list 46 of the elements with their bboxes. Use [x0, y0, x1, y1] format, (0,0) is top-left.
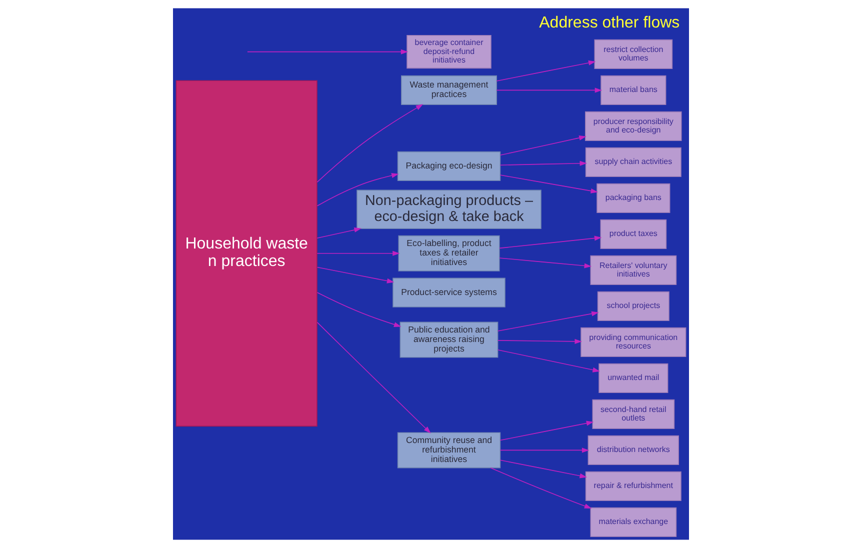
arrow: [496, 350, 600, 372]
arrow: [496, 338, 582, 344]
arrow: [499, 135, 586, 156]
arrow: [316, 173, 398, 206]
node-box: beverage container deposit-refund initiatives: [406, 35, 491, 69]
node-box: packaging bans: [596, 183, 670, 213]
arrow: [316, 250, 400, 256]
arrow: [499, 174, 598, 194]
arrow: [499, 160, 586, 166]
node-box: Packaging eco-design: [396, 151, 500, 181]
node-box: school projects: [596, 291, 669, 321]
node-box: distribution networks: [587, 435, 678, 465]
node-box: restrict collection volumes: [594, 39, 672, 69]
node-box: Household waste n practices: [175, 80, 317, 427]
diagram-title: Address other flows: [538, 14, 680, 32]
arrow: [499, 460, 586, 478]
node-box: product taxes: [600, 219, 666, 249]
node-box: Public education and awareness raising projects: [399, 322, 498, 358]
node-box: producer responsibility and eco-design: [584, 111, 682, 141]
arrow: [498, 258, 592, 268]
node-box: Product-service systems: [392, 278, 505, 308]
arrow: [316, 292, 401, 327]
arrow: [496, 88, 602, 93]
arrow: [490, 468, 592, 509]
arrow: [499, 448, 589, 453]
node-box: Retailers' voluntary initiatives: [590, 255, 676, 285]
arrow: [316, 227, 361, 239]
arrow: [246, 49, 408, 54]
node-box: repair & refurbishment: [584, 471, 681, 501]
arrow: [496, 60, 596, 82]
arrow: [499, 420, 594, 441]
node-box: Non-packaging products – eco-design & take back: [356, 190, 541, 229]
node-box: materials exchange: [590, 507, 676, 537]
node-box: Community reuse and refurbishment initiatives: [396, 432, 500, 468]
node-box: material bans: [600, 75, 666, 105]
node-box: second-hand retail outlets: [592, 399, 674, 429]
node-box: unwanted mail: [598, 363, 668, 393]
arrow: [316, 104, 423, 183]
node-box: Eco-labelling, product taxes & retailer initiatives: [398, 235, 500, 272]
node-box: supply chain activities: [584, 147, 681, 177]
node-box: Waste management practices: [400, 75, 496, 105]
arrow: [496, 311, 598, 332]
arrow: [316, 266, 394, 284]
node-box: providing communication resources: [580, 327, 686, 357]
arrow: [316, 322, 430, 434]
arrow: [498, 236, 602, 249]
